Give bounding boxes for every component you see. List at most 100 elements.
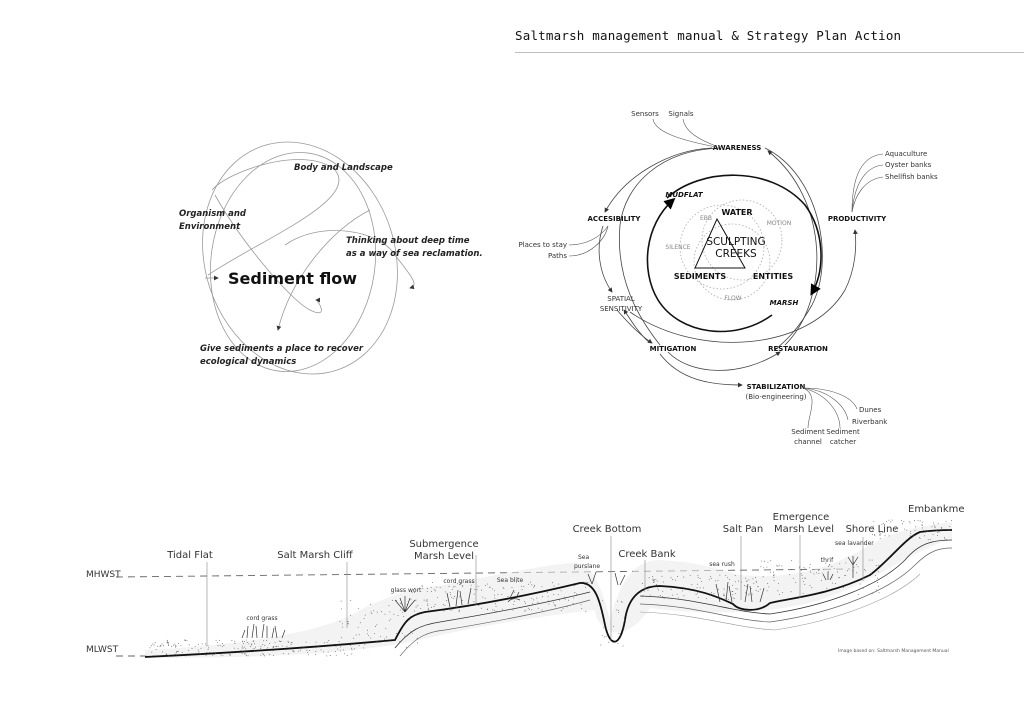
stipple-dot — [777, 582, 779, 584]
stipple-dot — [790, 569, 792, 570]
stipple-dot — [521, 589, 523, 591]
stipple-dot — [353, 637, 355, 639]
branch-riverbank: Riverbank — [852, 418, 888, 426]
stipple-dot — [346, 621, 348, 622]
stipple-dot — [923, 535, 925, 537]
stipple-dot — [573, 597, 575, 599]
stipple-dot — [653, 580, 655, 581]
stipple-dot — [252, 641, 254, 642]
stipple-dot — [266, 648, 268, 650]
stipple-dot — [335, 654, 337, 656]
stipple-dot — [619, 635, 621, 636]
stipple-dot — [381, 611, 383, 612]
stipple-dot — [515, 581, 517, 583]
stipple-dot — [756, 581, 758, 583]
stipple-dot — [701, 581, 702, 583]
stipple-dot — [601, 635, 603, 637]
stipple-dot — [697, 596, 699, 598]
header-divider — [515, 52, 1024, 53]
stipple-dot — [711, 592, 712, 594]
stipple-dot — [792, 577, 794, 579]
stipple-dot — [890, 528, 892, 530]
zone-salt-pan: Salt Pan — [723, 524, 763, 535]
stipple-dot — [834, 583, 836, 585]
stipple-dot — [888, 535, 890, 537]
stipple-dot — [207, 648, 209, 650]
stipple-dot — [710, 577, 712, 579]
stipple-dot — [555, 605, 556, 607]
stipple-dot — [913, 534, 915, 536]
sediment-flow-diagram — [202, 141, 415, 375]
stipple-dot — [795, 581, 797, 583]
stipple-dot — [251, 643, 253, 645]
stipple-dot — [881, 531, 883, 533]
stipple-dot — [215, 639, 217, 641]
stipple-dot — [670, 577, 672, 579]
stipple-dot — [355, 634, 357, 636]
stipple-dot — [216, 642, 218, 643]
stipple-dot — [212, 654, 214, 656]
stipple-dot — [836, 571, 838, 573]
note-body-landscape: Body and Landscape — [294, 163, 393, 173]
stipple-dot — [732, 591, 734, 592]
plant-sea-blite: Sea blite — [497, 577, 524, 584]
stipple-dot — [153, 644, 155, 646]
node-mitigation: MITIGATION — [650, 345, 697, 353]
stipple-dot — [718, 588, 719, 590]
note-give-sediments-2: ecological dynamics — [200, 357, 296, 367]
stipple-dot — [921, 524, 923, 526]
stipple-dot — [427, 604, 429, 606]
stipple-dot — [871, 572, 872, 574]
stipple-dot — [367, 629, 369, 631]
stipple-dot — [890, 521, 892, 523]
stipple-dot — [495, 606, 497, 608]
stipple-dot — [287, 640, 289, 642]
stipple-dot — [934, 526, 935, 528]
stipple-dot — [346, 623, 348, 625]
stipple-dot — [287, 642, 289, 643]
stipple-dot — [557, 594, 559, 596]
flow-flow: FLOW — [724, 295, 741, 302]
stipple-dot — [335, 646, 337, 648]
stipple-dot — [662, 581, 664, 583]
stipple-dot — [581, 607, 583, 609]
stipple-dot — [537, 601, 539, 603]
stipple-dot — [853, 566, 855, 568]
stipple-dot — [329, 655, 331, 656]
stipple-dot — [391, 599, 393, 601]
stipple-dot — [831, 566, 833, 568]
stipple-dot — [652, 579, 654, 581]
stipple-dot — [740, 581, 742, 583]
stipple-dot — [495, 601, 497, 603]
stipple-dot — [815, 572, 817, 574]
stipple-dot — [175, 652, 177, 654]
stipple-dot — [253, 640, 255, 642]
stipple-dot — [318, 646, 320, 648]
stipple-dot — [507, 596, 509, 598]
stipple-dot — [414, 587, 416, 589]
stipple-dot — [574, 585, 576, 586]
stipple-dot — [752, 578, 754, 580]
stipple-dot — [209, 652, 211, 653]
stipple-dot — [206, 651, 208, 653]
stipple-dot — [936, 530, 937, 532]
stipple-dot — [376, 611, 378, 613]
sea-rush-sketch — [715, 581, 765, 603]
stipple-dot — [732, 597, 734, 599]
stipple-dot — [430, 586, 432, 588]
branch-sediment-catcher-2: catcher — [830, 438, 856, 446]
stipple-dot — [533, 585, 535, 586]
zone-embankment: Embankme — [908, 504, 965, 515]
stipple-dot — [353, 648, 355, 650]
stipple-dot — [291, 642, 293, 644]
stipple-dot — [734, 581, 736, 583]
stipple-dot — [748, 594, 750, 596]
stipple-dot — [386, 636, 388, 638]
stipple-dot — [233, 647, 235, 649]
stipple-dot — [566, 606, 568, 608]
stipple-dot — [219, 644, 221, 646]
stipple-dot — [524, 610, 526, 612]
stipple-dot — [608, 641, 610, 643]
stipple-dot — [492, 588, 494, 590]
stipple-dot — [263, 640, 264, 642]
